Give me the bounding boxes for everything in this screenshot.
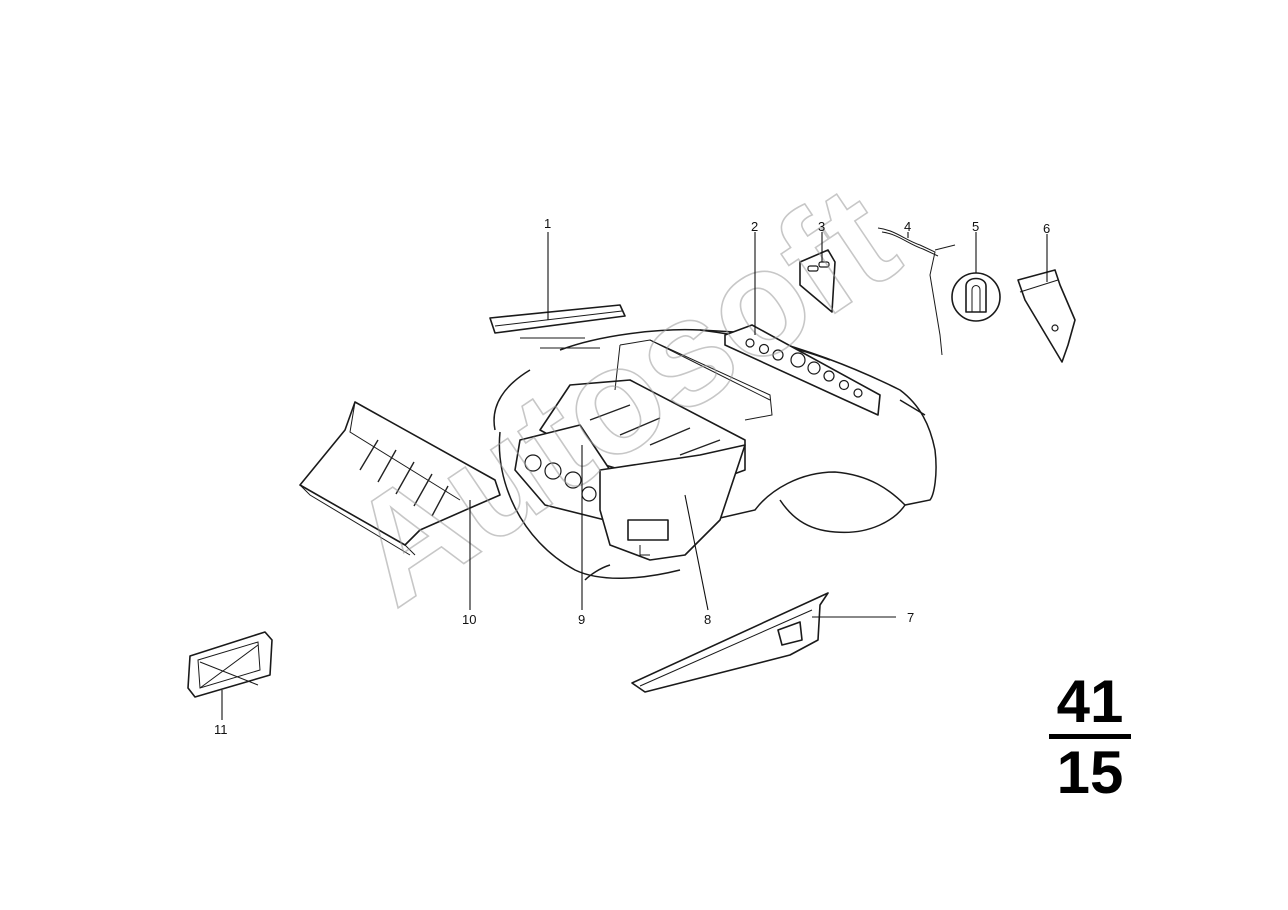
callout-8: 8 [704, 612, 711, 627]
callout-5: 5 [972, 219, 979, 234]
part-11-access-cover [187, 631, 273, 698]
callout-4: 4 [904, 219, 911, 234]
part-1-cross-member [489, 304, 626, 349]
callout-3: 3 [818, 219, 825, 234]
part-10-tray [299, 401, 501, 556]
page-number: 41 15 [1040, 672, 1140, 803]
part-2-rear-panel [724, 324, 881, 416]
callout-7: 7 [907, 610, 914, 625]
fraction-bar [1049, 734, 1131, 739]
part-5-clip [951, 272, 1001, 322]
part-3-bracket [799, 249, 836, 313]
callout-6: 6 [1043, 221, 1050, 236]
part-8-side-panel [599, 444, 746, 561]
car-body-outline [493, 328, 937, 581]
part-4-strip [877, 227, 956, 356]
part-7-lower-panel [631, 592, 829, 693]
callout-1: 1 [544, 216, 551, 231]
part-6-bracket [1017, 269, 1076, 363]
page-index: 15 [1056, 739, 1124, 806]
page-group: 41 [1056, 668, 1124, 735]
leader-lines [221, 232, 1048, 720]
callout-10: 10 [462, 612, 476, 627]
callouts: 1 2 3 4 5 6 7 8 9 10 11 [214, 216, 1050, 737]
callout-9: 9 [578, 612, 585, 627]
callout-11: 11 [214, 722, 228, 737]
callout-2: 2 [751, 219, 758, 234]
